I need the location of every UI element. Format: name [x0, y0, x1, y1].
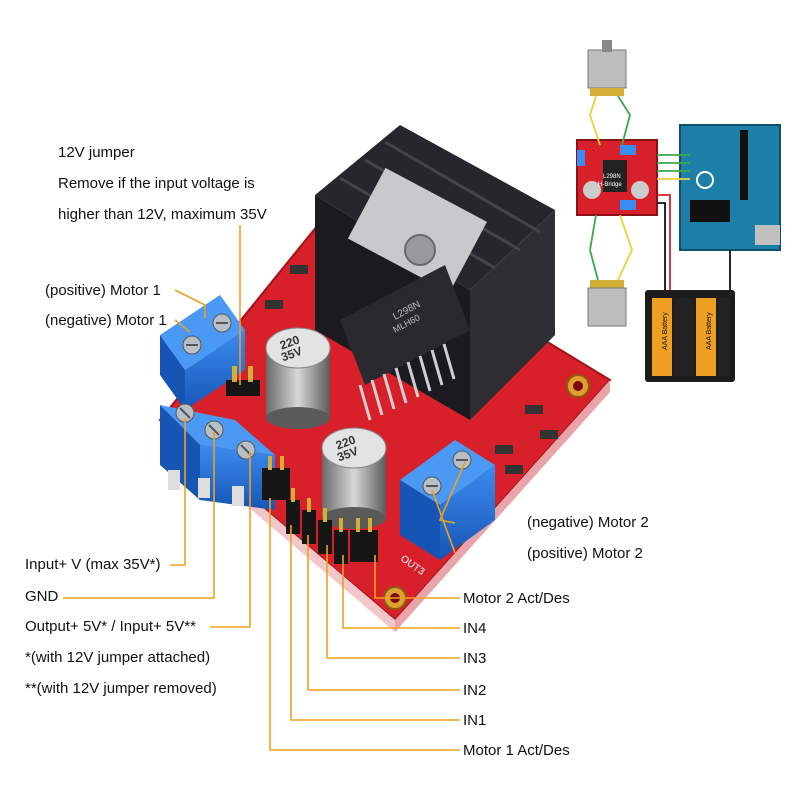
label-motor1-positive: (positive) Motor 1	[45, 282, 161, 299]
note-jumper-removed: **(with 12V jumper removed)	[25, 680, 217, 697]
capacitor-2: 220 35V	[321, 427, 387, 529]
jumper-title: 12V jumper	[58, 144, 135, 161]
header-pins	[262, 456, 378, 564]
inset-module-text: L298N	[603, 174, 621, 180]
label-motor1-negative: (negative) Motor 1	[45, 312, 167, 329]
inset-arduino	[679, 124, 781, 251]
inset-motor-bottom	[587, 280, 627, 327]
battery-label-2: AAA Battery	[706, 312, 713, 350]
terminal-motor2: OUT3	[398, 440, 495, 578]
l298n-chip: L298N MLH60	[340, 265, 470, 421]
inset-motor-top	[587, 40, 627, 96]
label-motor2-positive: (positive) Motor 2	[527, 545, 643, 562]
cap2-text-2: 35V	[335, 444, 360, 464]
inset-module: L298N H-Bridge	[576, 139, 658, 216]
cap2-text: 220	[334, 432, 358, 452]
label-in1: IN1	[463, 712, 487, 729]
label-input-v: Input+ V (max 35V*)	[25, 556, 161, 573]
label-motor2-act: Motor 2 Act/Des	[463, 590, 570, 607]
cap1-text: 220	[278, 332, 302, 352]
label-gnd: GND	[25, 588, 59, 605]
label-in2: IN2	[463, 682, 487, 699]
label-motor1-act: Motor 1 Act/Des	[463, 742, 570, 759]
label-in4: IN4	[463, 620, 487, 637]
terminal-motor1	[160, 295, 245, 410]
label-motor2-negative: (negative) Motor 2	[527, 514, 649, 531]
jumper-12v	[226, 366, 260, 396]
battery-label-1: AAA Battery	[662, 312, 669, 350]
leader-lines	[63, 225, 466, 751]
capacitor-1: 220 35V	[265, 327, 331, 429]
terminal-power	[160, 403, 275, 510]
inset-battery-pack: AAA Battery AAA Battery	[645, 290, 735, 382]
wiring-inset: L298N H-Bridge AAA Battery AAA Battery	[576, 40, 781, 382]
jumper-note-line2: Remove if the input voltage is	[58, 175, 255, 192]
cap1-text-2: 35V	[279, 344, 304, 364]
note-jumper-attached: *(with 12V jumper attached)	[25, 649, 211, 666]
jumper-note-line3: higher than 12V, maximum 35V	[58, 206, 267, 223]
label-output-5v: Output+ 5V* / Input+ 5V**	[25, 618, 196, 635]
inset-module-text-2: H-Bridge	[598, 182, 622, 188]
label-in3: IN3	[463, 650, 487, 667]
